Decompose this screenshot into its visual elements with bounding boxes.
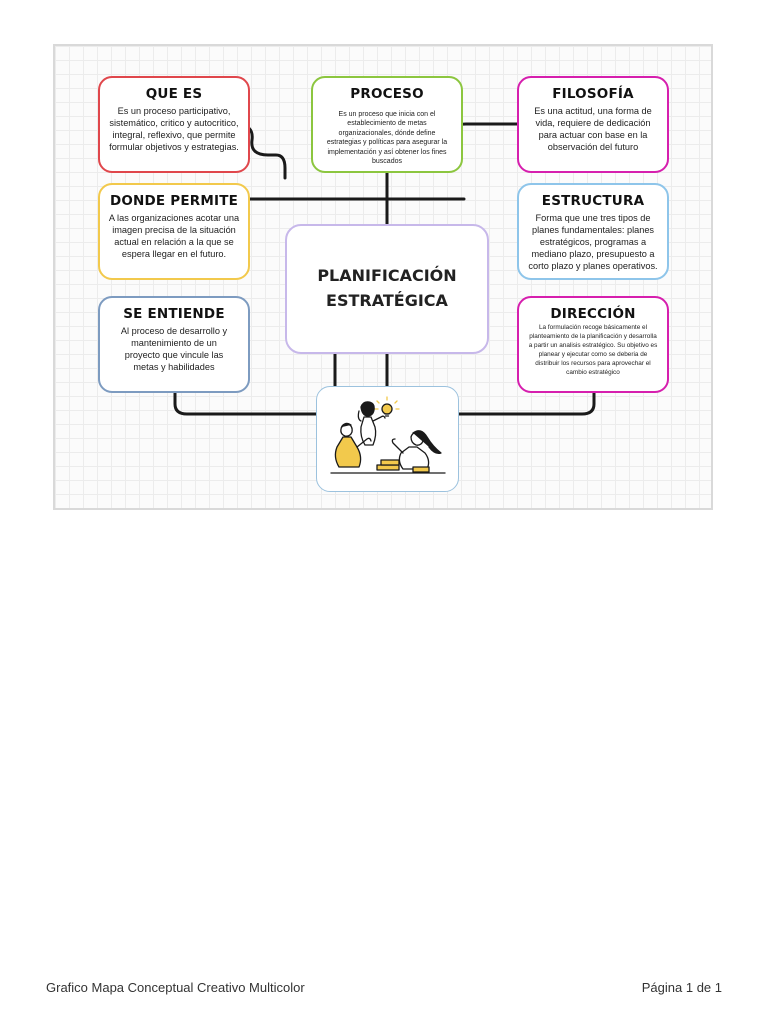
donde-permite-text: A las organizaciones acotar una imagen p… [108,213,240,259]
filosofia-text: Es una actitud, una forma de vida, requi… [534,106,652,152]
donde-permite-box: DONDE PERMITE A las organizaciones acota… [98,183,250,280]
proceso-text: Es un proceso que inicia con el establec… [326,111,448,166]
direccion-title: DIRECCIÓN [550,306,636,322]
estructura-text: Forma que une tres tipos de planes funda… [528,213,658,271]
central-concept-line1: PLANIFICACIÓN [317,266,457,286]
footer-document-title: Grafico Mapa Conceptual Creativo Multico… [46,980,305,995]
filosofia-title: FILOSOFÍA [552,86,634,102]
direccion-text: La formulación recoge básicamente el pla… [528,324,658,376]
direccion-box: DIRECCIÓN La formulación recoge básicame… [517,296,669,393]
estructura-title: ESTRUCTURA [541,193,645,209]
proceso-title: PROCESO [350,86,424,102]
central-concept-line2: ESTRATÉGICA [326,291,448,310]
que-es-title: QUE ES [145,86,203,102]
filosofia-box: FILOSOFÍA Es una actitud, una forma de v… [517,76,669,173]
central-concept-box: PLANIFICACIÓN ESTRATÉGICA [285,224,489,354]
se-entiende-title: SE ENTIENDE [123,306,225,322]
proceso-box: PROCESO Es un proceso que inicia con el … [311,76,463,173]
people-illustration [316,386,459,492]
que-es-text: Es un proceso participativo, sistemático… [109,106,239,152]
que-es-box: QUE ES Es un proceso participativo, sist… [98,76,250,173]
donde-permite-title: DONDE PERMITE [109,193,239,209]
estructura-box: ESTRUCTURA Forma que une tres tipos de p… [517,183,669,280]
central-concept-title: PLANIFICACIÓN ESTRATÉGICA [317,264,456,314]
footer-page-number: Página 1 de 1 [641,980,722,995]
se-entiende-text: Al proceso de desarrollo y mantenimiento… [120,326,228,372]
se-entiende-box: SE ENTIENDE Al proceso de desarrollo y m… [98,296,250,393]
collaboration-illustration-icon [330,396,446,474]
